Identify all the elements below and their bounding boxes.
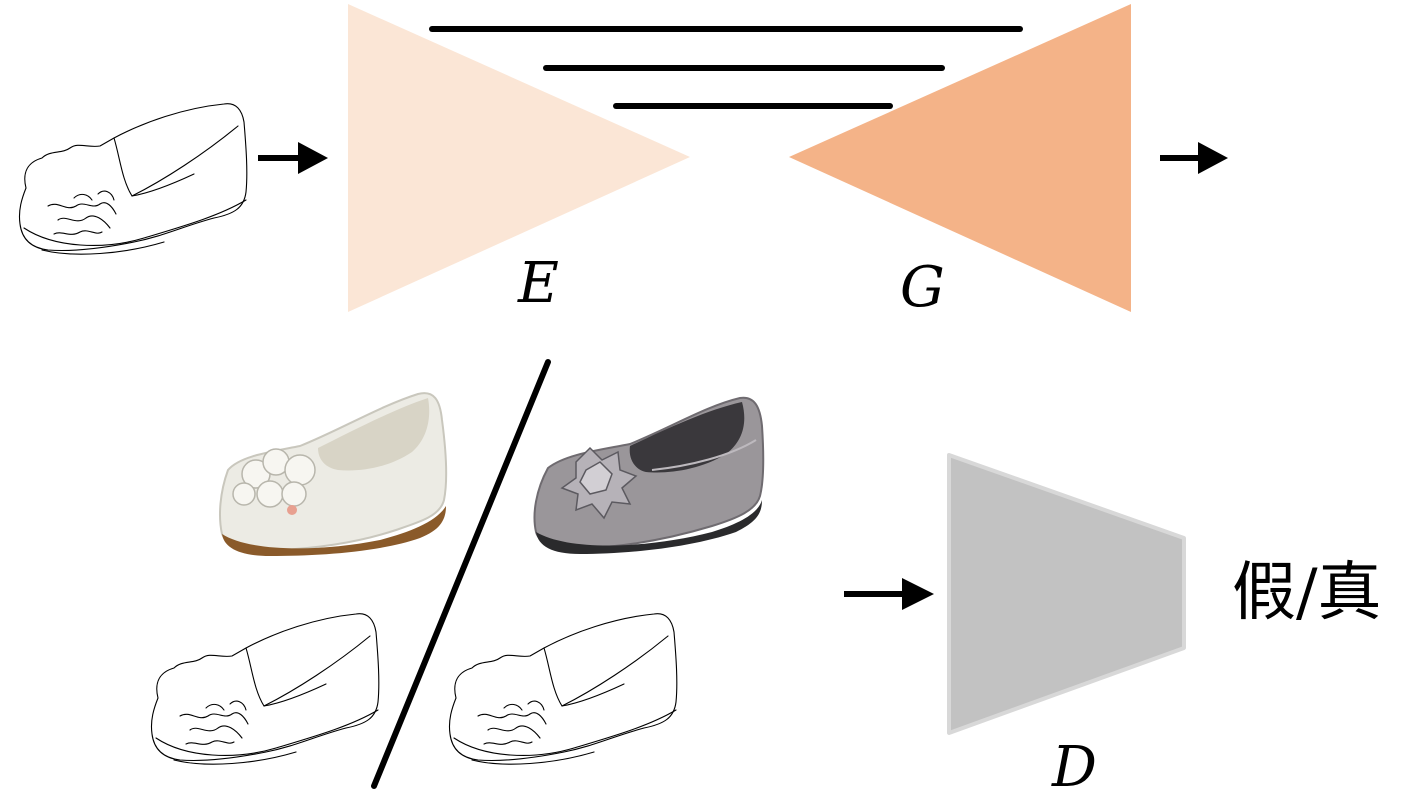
generator-block xyxy=(789,4,1131,312)
white-shoe-photo xyxy=(219,392,448,556)
condition-sketch-right xyxy=(448,613,678,765)
discriminator-label: D xyxy=(1051,735,1097,798)
input-sketch-shoe xyxy=(18,103,248,255)
arrow-from-generator xyxy=(1160,142,1228,174)
arrow-to-discriminator xyxy=(844,578,934,610)
arrow-to-encoder xyxy=(258,142,328,174)
encoder-block xyxy=(348,4,690,312)
condition-sketch-left xyxy=(150,613,380,765)
discriminator-block xyxy=(947,453,1186,735)
generator-label: G xyxy=(900,255,945,320)
silver-shoe-photo xyxy=(533,396,765,554)
skip-connections xyxy=(429,26,1023,109)
real-fake-output-label: 假/真 xyxy=(1232,556,1382,630)
encoder-label: E xyxy=(517,251,559,316)
pair-separator-line xyxy=(371,359,551,789)
